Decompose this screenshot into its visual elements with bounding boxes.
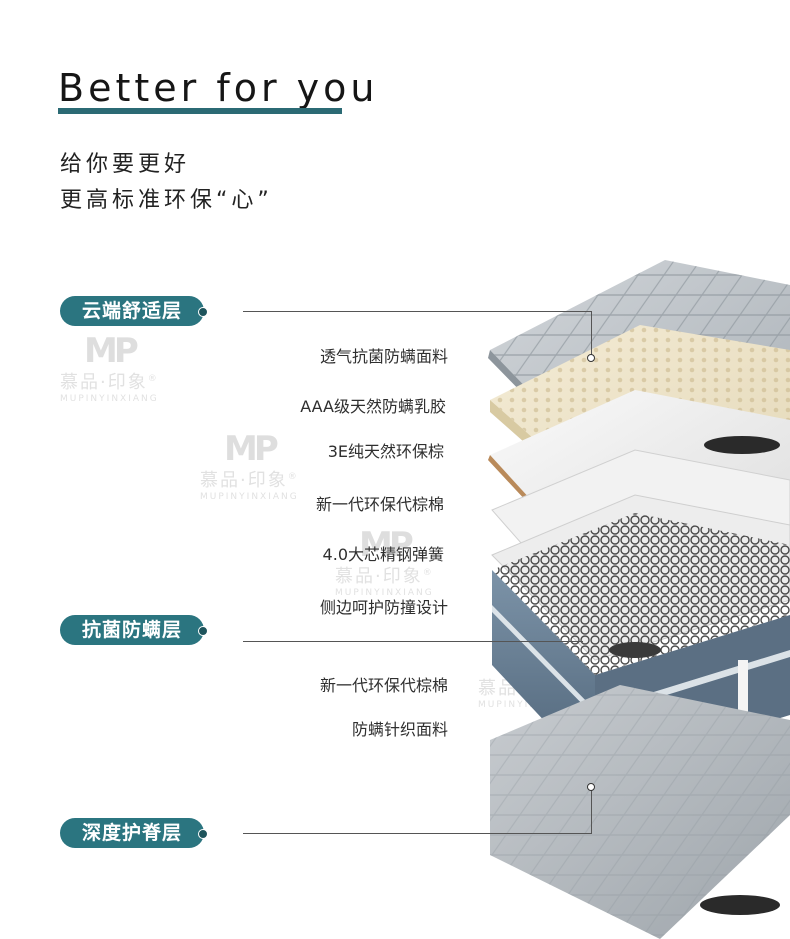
layer-label-spine-support: 深度护脊层 <box>60 818 209 848</box>
watermark-brand-cn: 慕品·印象® <box>335 566 434 587</box>
feature-coir: 3E纯天然环保棕 <box>327 442 444 461</box>
tagline-1: 给你要更好 <box>60 152 191 177</box>
watermark-brand-en: MUPINYINXIANG <box>478 700 577 710</box>
headline: Better for you <box>58 66 379 110</box>
feature-cotton-2: 新一代环保代棕棉 <box>319 676 448 695</box>
watermark-brand-cn: 慕品·印象® <box>200 470 299 491</box>
watermark-logo: MP <box>223 429 279 469</box>
connector-line <box>591 787 592 834</box>
connector-dot <box>587 354 595 362</box>
connector-line <box>243 311 592 312</box>
mattress-layers-illustration <box>488 260 790 939</box>
watermark-brand-en: MUPINYINXIANG <box>60 394 159 404</box>
feature-springs: 4.0大芯精钢弹簧 <box>322 545 444 564</box>
watermark-brand-en: MUPINYINXIANG <box>200 492 299 502</box>
watermark-logo: MP <box>83 331 139 371</box>
watermark: MP 慕品·印象® MUPINYINXIANG <box>335 528 434 598</box>
watermark: MP 慕品·印象® MUPINYINXIANG <box>200 432 299 502</box>
watermark: MP 慕品·印象® MUPINYINXIANG <box>60 334 159 404</box>
watermark-logo: MP <box>358 525 414 565</box>
watermark-brand-en: MUPINYINXIANG <box>335 588 434 598</box>
feature-side-protection: 侧边呵护防撞设计 <box>319 598 448 617</box>
feature-latex: AAA级天然防螨乳胶 <box>300 397 446 416</box>
connector-line <box>243 641 583 642</box>
feature-cotton: 新一代环保代棕棉 <box>315 495 444 514</box>
watermark-brand-cn: 慕品·印象® <box>60 372 159 393</box>
tagline-2: 更高标准环保“心” <box>60 188 273 213</box>
feature-knit-fabric: 防螨针织面料 <box>351 720 448 739</box>
connector-line <box>591 311 592 358</box>
feature-fabric: 透气抗菌防螨面料 <box>319 347 448 366</box>
connector-line <box>243 833 592 834</box>
layer-label-cloud-comfort: 云端舒适层 <box>60 296 209 326</box>
connector-dot <box>587 783 595 791</box>
headline-underline <box>58 108 342 114</box>
layer-label-antibacterial: 抗菌防螨层 <box>60 615 209 645</box>
